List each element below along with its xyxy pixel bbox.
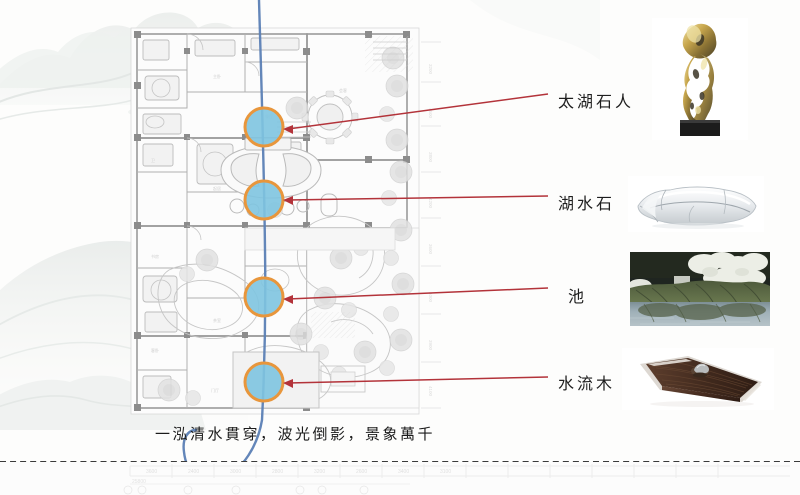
svg-text:3100: 3100 bbox=[440, 469, 451, 475]
svg-text:会客: 会客 bbox=[339, 87, 347, 93]
svg-text:2400: 2400 bbox=[188, 469, 199, 475]
svg-text:茶室: 茶室 bbox=[213, 317, 221, 323]
drafting-strip: 3600 2400 3000 2800 3200 2600 3400 3100 2580… bbox=[0, 462, 800, 495]
svg-text:卫: 卫 bbox=[151, 158, 155, 163]
svg-text:客卧: 客卧 bbox=[151, 347, 159, 353]
svg-text:3600: 3600 bbox=[428, 244, 433, 255]
svg-text:4100: 4100 bbox=[428, 386, 433, 397]
svg-text:门厅: 门厅 bbox=[211, 387, 219, 393]
driftwood-tray-thumb bbox=[622, 348, 774, 410]
svg-text:4000: 4000 bbox=[428, 292, 433, 303]
annotation-label-taihu-stone-figure: 太湖石人 bbox=[558, 94, 635, 111]
svg-text:25800: 25800 bbox=[132, 479, 146, 485]
svg-text:起居: 起居 bbox=[213, 185, 221, 191]
svg-text:3600: 3600 bbox=[146, 469, 157, 475]
svg-text:书房: 书房 bbox=[151, 253, 159, 259]
slide-caption: 一泓清水貫穿，波光倒影，景象萬千 bbox=[155, 427, 436, 443]
svg-text:2600: 2600 bbox=[356, 469, 367, 475]
annotation-label-lake-water-stone: 湖水石 bbox=[558, 196, 616, 213]
annotation-label-pond: 池 bbox=[568, 289, 588, 306]
pond-photo-thumb bbox=[630, 252, 770, 326]
svg-text:4200: 4200 bbox=[428, 198, 433, 209]
taihu-stone-sculpture-thumb bbox=[652, 18, 748, 140]
svg-text:3000: 3000 bbox=[230, 469, 241, 475]
svg-text:3200: 3200 bbox=[314, 469, 325, 475]
svg-text:3800: 3800 bbox=[428, 152, 433, 163]
svg-text:3200: 3200 bbox=[428, 64, 433, 75]
annotation-label-driftwood: 水流木 bbox=[558, 376, 616, 393]
svg-text:3900: 3900 bbox=[428, 340, 433, 351]
svg-text:主卧: 主卧 bbox=[213, 73, 221, 79]
floor-plan: 主卧卫 起居书房 茶室客卧 餐厅 会客 门厅 bbox=[125, 22, 445, 422]
svg-text:4500: 4500 bbox=[428, 108, 433, 119]
svg-text:餐厅: 餐厅 bbox=[265, 113, 273, 119]
lake-water-stone-thumb bbox=[628, 176, 764, 232]
svg-text:3400: 3400 bbox=[398, 469, 409, 475]
svg-text:2800: 2800 bbox=[272, 469, 283, 475]
